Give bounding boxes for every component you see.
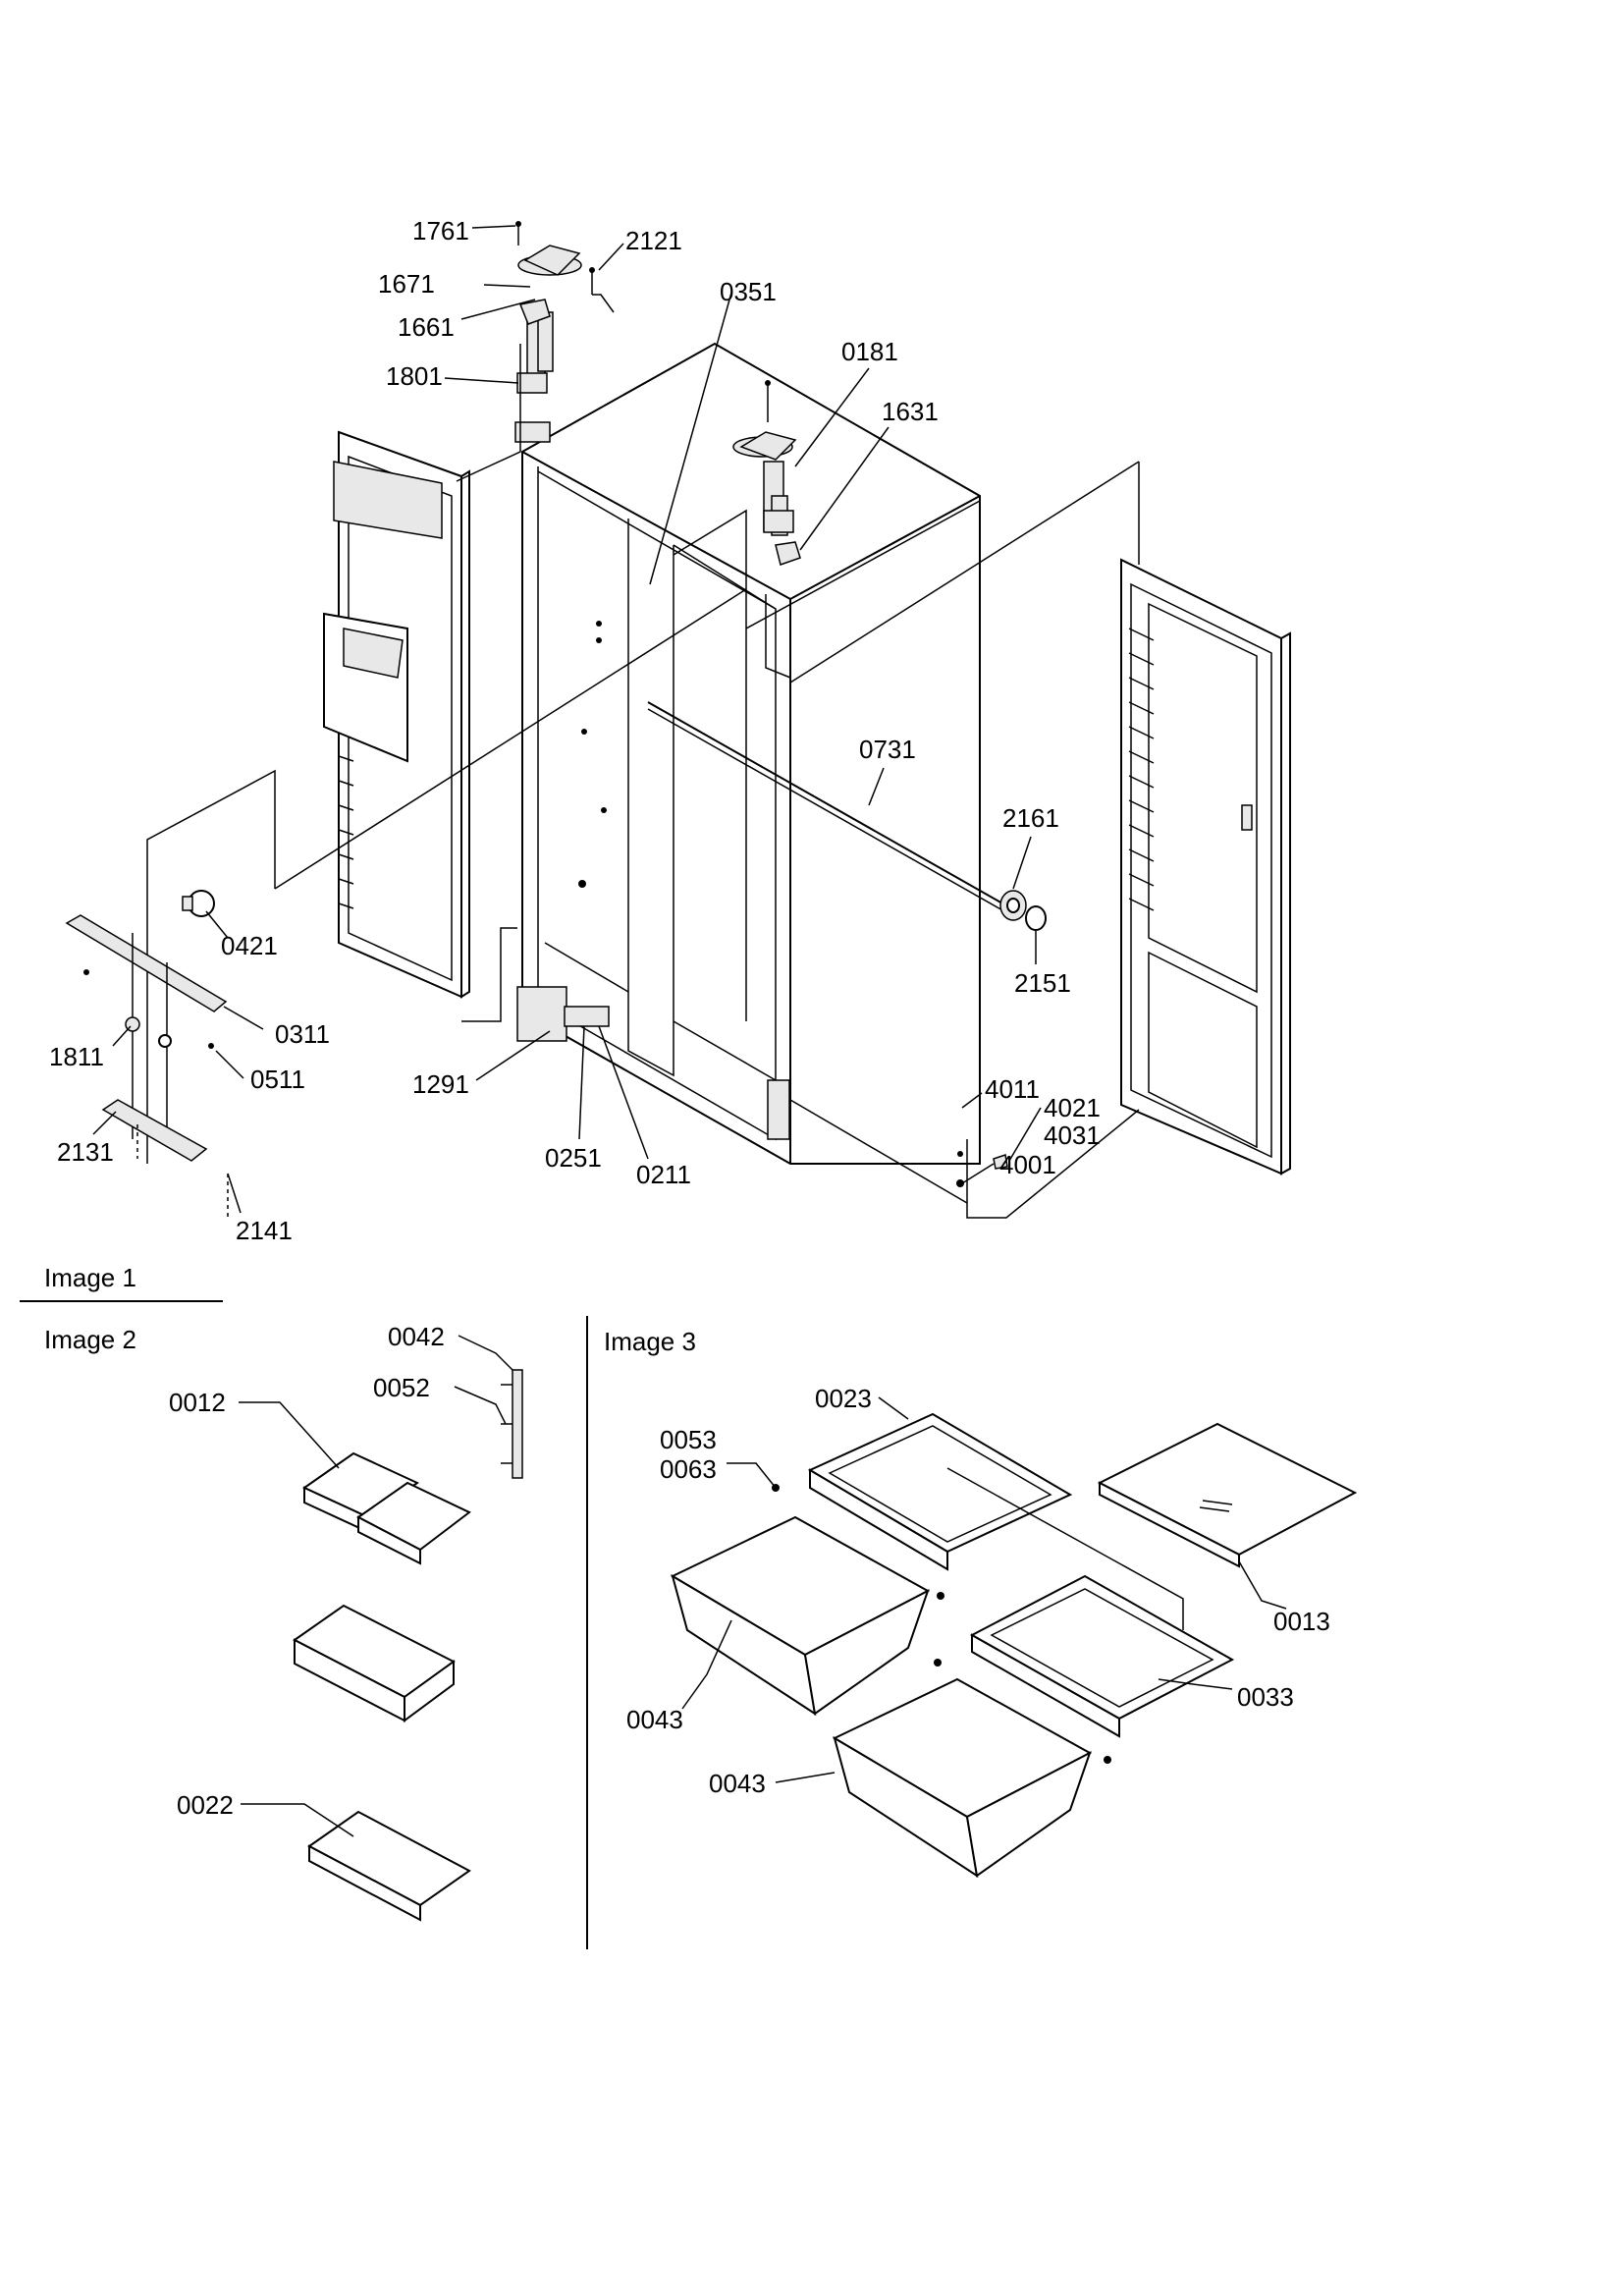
part-label-0022: 0022 [177,1790,234,1820]
part-label-0012: 0012 [169,1388,226,1417]
section-titles: Image 1 Image 2 Image 3 [44,1263,696,1356]
part-label-4011: 4011 [985,1074,1040,1104]
part-label-0731: 0731 [859,735,916,764]
part-label-1661: 1661 [398,312,455,342]
leader-lines-image1 [92,225,1042,1214]
part-label-4021: 4021 [1044,1093,1101,1122]
part-label-2141: 2141 [236,1216,293,1245]
part-label-0351: 0351 [720,277,777,306]
section-title-image3: Image 3 [604,1327,696,1356]
part-label-0421: 0421 [221,931,278,960]
freezer-door-bins [338,755,354,909]
part-label-0023: 0023 [815,1384,872,1413]
part-label-0063: 0063 [660,1454,717,1484]
part-label-1761: 1761 [412,216,469,246]
part-label-0033: 0033 [1237,1682,1294,1712]
part-label-1671: 1671 [378,269,435,299]
part-label-2131: 2131 [57,1137,114,1167]
part-label-0052: 0052 [373,1373,430,1402]
part-label-0181: 0181 [841,337,898,366]
section-title-image1: Image 1 [44,1263,136,1292]
part-label-2151: 2151 [1014,968,1071,998]
leader-lines-image3 [681,1396,1287,1783]
part-label-4031: 4031 [1044,1121,1101,1150]
part-label-0043-lower: 0043 [709,1769,766,1798]
door-shelves [1128,628,1155,911]
part-label-0042: 0042 [388,1322,445,1351]
part-label-1291: 1291 [412,1069,469,1099]
image3-parts [670,1412,1358,1879]
section-title-image2: Image 2 [44,1325,136,1354]
part-label-2121: 2121 [625,226,682,255]
part-label-0311: 0311 [275,1019,330,1049]
part-label-2161: 2161 [1002,803,1059,833]
part-label-0053: 0053 [660,1425,717,1454]
part-label-0043-upper: 0043 [626,1705,683,1734]
part-label-4001: 4001 [999,1150,1056,1179]
part-label-1801: 1801 [386,361,443,391]
part-label-1811: 1811 [49,1042,104,1071]
image2-parts [293,1369,523,1922]
part-label-0211: 0211 [636,1160,691,1189]
part-label-0511: 0511 [250,1065,305,1094]
part-label-1631: 1631 [882,397,939,426]
part-label-0013: 0013 [1273,1607,1330,1636]
part-labels: 1761 2121 1671 1661 0351 0181 1801 1631 … [49,216,1330,1820]
cabinet-assembly [65,221,1291,1219]
part-label-0251: 0251 [545,1143,602,1173]
leader-lines-image2 [239,1335,513,1837]
